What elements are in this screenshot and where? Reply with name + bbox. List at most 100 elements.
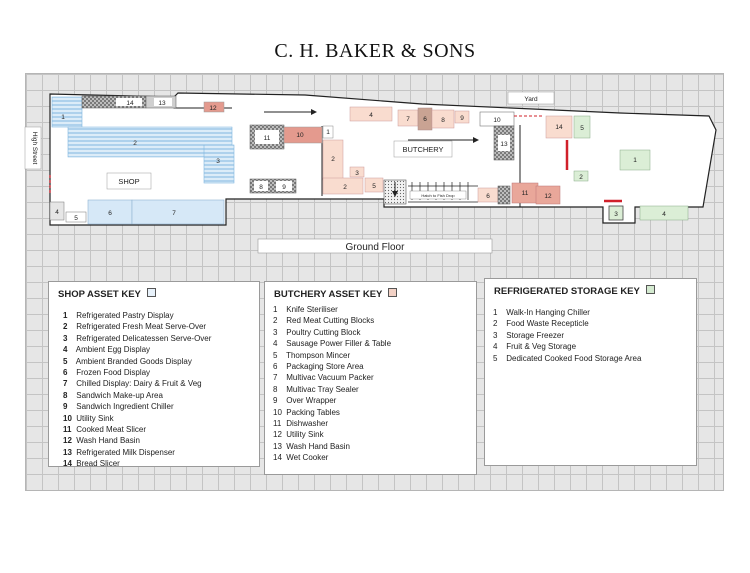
- ground-floor-bar: [257, 238, 493, 254]
- svg-text:5: 5: [74, 215, 78, 222]
- key-item-label: Red Meat Cutting Blocks: [286, 316, 375, 326]
- butchery-key-item: 12 Utility Sink: [273, 429, 391, 440]
- key-item-label: Ambient Egg Display: [75, 345, 151, 355]
- refrigerated-key-title: REFRIGERATED STORAGE KEY: [494, 285, 655, 297]
- shop-item-12: [203, 101, 225, 113]
- butchery-key-title: BUTCHERY ASSET KEY: [274, 288, 398, 300]
- svg-text:13: 13: [158, 100, 166, 107]
- shop-key-item: 2 Refrigerated Fresh Meat Serve-Over: [63, 321, 211, 332]
- butchery-key-item: 11 Dishwasher: [273, 418, 391, 429]
- key-item-number: 4: [273, 339, 278, 349]
- butchery-item-5: [364, 177, 384, 193]
- shop-label: SHOP: [118, 177, 139, 186]
- shop-key-item: 6 Frozen Food Display: [63, 367, 211, 378]
- key-item-number: 6: [273, 362, 278, 372]
- refrigerated-swatch: [645, 285, 655, 294]
- key-item-number: 5: [493, 353, 498, 363]
- key-item-label: Over Wrapper: [286, 396, 337, 406]
- butchery-item-4: [349, 106, 393, 122]
- shop-key-item: 11 Cooked Meat Slicer: [63, 424, 211, 435]
- butchery-item-2b: [322, 177, 364, 195]
- svg-text:5: 5: [580, 125, 584, 132]
- butchery-item-8: [431, 109, 455, 129]
- key-item-label: Wash Hand Basin: [76, 436, 140, 446]
- shop-key-item: 8 Sandwich Make-up Area: [63, 390, 211, 401]
- butchery-key-item: 3 Poultry Cutting Block: [273, 327, 391, 338]
- shop-key-item: 13 Refrigerated Milk Dispenser: [63, 447, 211, 458]
- key-item-number: 1: [493, 308, 498, 317]
- key-item-number: 5: [273, 350, 278, 360]
- key-item-number: 9: [273, 396, 278, 406]
- key-item-label: Utility Sink: [286, 430, 324, 440]
- butchery-item-1: [322, 125, 334, 139]
- svg-text:6: 6: [423, 116, 427, 123]
- svg-text:14: 14: [126, 100, 134, 107]
- key-item-label: Multivac Vacuum Packer: [286, 373, 374, 383]
- key-item-label: Dedicated Cooked Food Storage Area: [506, 353, 642, 363]
- refrigerated-key-item: 3 Storage Freezer: [493, 330, 641, 341]
- svg-text:4: 4: [55, 209, 59, 216]
- svg-text:6: 6: [108, 210, 112, 217]
- shop-swatch: [146, 288, 156, 297]
- svg-text:10: 10: [493, 117, 501, 124]
- key-item-label: Sandwich Make-up Area: [76, 390, 163, 400]
- key-item-label: Thompson Mincer: [286, 350, 351, 360]
- svg-text:4: 4: [369, 112, 373, 119]
- svg-text:6: 6: [486, 193, 490, 200]
- key-item-number: 5: [63, 356, 68, 366]
- svg-text:2: 2: [579, 174, 583, 181]
- svg-text:12: 12: [544, 193, 552, 200]
- butchery-item-dark: [497, 185, 511, 205]
- refrigerated-key-item: 2 Food Waste Recepticle: [493, 318, 641, 329]
- shop-key-item: 9 Sandwich Ingredient Chiller: [63, 401, 211, 412]
- butchery-key-item: 7 Multivac Vacuum Packer: [273, 372, 391, 383]
- key-item-number: 6: [63, 368, 68, 378]
- svg-text:11: 11: [264, 135, 271, 142]
- key-item-number: 10: [273, 407, 282, 417]
- svg-text:10: 10: [296, 132, 304, 139]
- key-item-number: 13: [273, 441, 282, 451]
- butchery-key-item: 4 Sausage Power Filler & Table: [273, 338, 391, 349]
- hatch-label-box: [409, 190, 467, 200]
- shop-key-title: SHOP ASSET KEY: [58, 288, 156, 300]
- butchery-key-item: 8 Multivac Tray Sealer: [273, 384, 391, 395]
- key-item-number: 11: [63, 425, 72, 435]
- shop-key-item: 12 Wash Hand Basin: [63, 435, 211, 446]
- svg-text:4: 4: [662, 211, 666, 218]
- key-item-label: Chilled Display: Dairy & Fruit & Veg: [76, 379, 202, 389]
- key-item-number: 14: [63, 459, 72, 469]
- svg-text:3: 3: [355, 170, 359, 177]
- key-item-number: 12: [273, 430, 282, 440]
- key-item-number: 1: [63, 311, 68, 320]
- butchery-item-3: [349, 166, 365, 178]
- key-item-number: 11: [273, 419, 282, 429]
- refrigerated-item-4: [639, 205, 689, 221]
- svg-text:11: 11: [522, 190, 529, 197]
- key-item-number: 1: [273, 305, 278, 314]
- key-item-label: Fruit & Veg Storage: [506, 342, 577, 352]
- key-item-label: Wash Hand Basin: [286, 441, 350, 451]
- butchery-key-item: 14 Wet Cooker: [273, 452, 391, 463]
- svg-text:7: 7: [172, 210, 176, 217]
- key-item-label: Refrigerated Pastry Display: [76, 311, 174, 320]
- key-item-number: 9: [63, 402, 68, 412]
- key-item-label: Food Waste Recepticle: [506, 319, 589, 329]
- shop-item-10: [283, 126, 323, 144]
- key-item-label: Knife Steriliser: [286, 305, 338, 314]
- svg-text:14: 14: [555, 124, 563, 131]
- key-item-label: Storage Freezer: [506, 330, 565, 340]
- shop-item-1: [51, 96, 83, 128]
- svg-text:8: 8: [259, 184, 263, 191]
- refrigerated-item-3: [608, 205, 624, 221]
- shop-key-item: 10 Utility Sink: [63, 413, 211, 424]
- key-item-label: Utility Sink: [76, 413, 114, 423]
- refrigerated-key-item: 5 Dedicated Cooked Food Storage Area: [493, 353, 641, 364]
- key-item-label: Refrigerated Milk Dispenser: [76, 447, 175, 457]
- svg-text:3: 3: [614, 211, 618, 218]
- shop-key-item: 3 Refrigerated Delicatessen Serve-Over: [63, 333, 211, 344]
- butchery-item-12: [535, 185, 561, 205]
- key-item-label: Walk-In Hanging Chiller: [506, 308, 590, 317]
